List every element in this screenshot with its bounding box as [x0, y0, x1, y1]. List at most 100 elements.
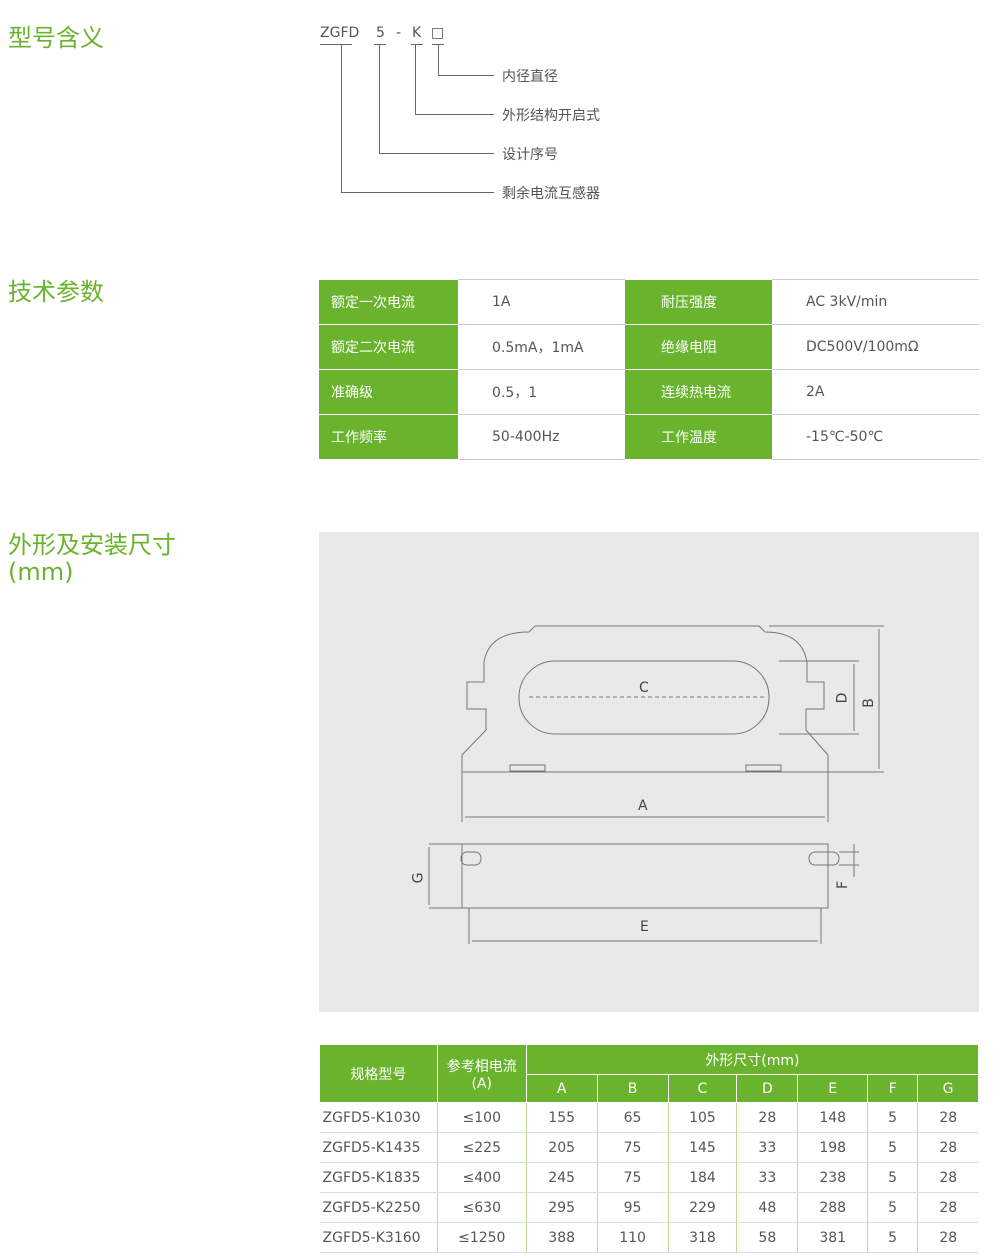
table-cell: ZGFD5-K1835 [319, 1162, 438, 1193]
table-cell: 145 [667, 1132, 737, 1163]
dim-label-a: A [638, 798, 648, 814]
spec-value: 1A [458, 279, 625, 325]
table-cell: 318 [667, 1222, 737, 1253]
table-cell: 5 [867, 1192, 918, 1223]
table-cell: 381 [797, 1222, 868, 1253]
table-cell: ≤100 [436, 1102, 527, 1133]
table-cell: 58 [736, 1222, 798, 1253]
code-part: - [396, 25, 402, 41]
section-title-dims: 外形及安装尺寸 [8, 531, 176, 559]
table-cell: 28 [917, 1162, 979, 1193]
table-cell: ≤225 [436, 1132, 527, 1163]
spec-label: 准确级 [319, 369, 458, 415]
header-dim-c: C [667, 1074, 738, 1103]
section-title-tech: 技术参数 [8, 278, 104, 306]
dim-label-b: B [860, 698, 877, 708]
dimension-drawing: C D B A G F E [319, 532, 979, 1012]
table-cell: 95 [596, 1192, 668, 1223]
code-label: 外形结构开启式 [502, 108, 600, 124]
table-cell: 28 [917, 1132, 979, 1163]
spec-label: 工作温度 [625, 414, 772, 460]
spec-value: 0.5，1 [458, 369, 625, 415]
dim-label-c: C [639, 680, 649, 696]
mount-slot [509, 764, 546, 772]
table-cell: 155 [525, 1102, 598, 1133]
table-cell: 5 [867, 1222, 918, 1253]
code-part: ZGFD [320, 25, 360, 41]
code-label: 设计序号 [502, 147, 558, 163]
spec-value: 2A [772, 369, 979, 415]
spec-label: 额定二次电流 [319, 324, 458, 370]
dim-label-e: E [640, 919, 649, 935]
table-cell: ≤630 [436, 1192, 527, 1223]
spec-label: 绝缘电阻 [625, 324, 772, 370]
spec-label: 耐压强度 [625, 279, 772, 325]
table-cell: 388 [525, 1222, 598, 1253]
model-code-diagram: ZGFD 5 - K □ 内径直径 外形结构开启式 设计序号 剩余电流互感器 [318, 22, 638, 212]
table-cell: ZGFD5-K1030 [319, 1102, 438, 1133]
section-title-unit: (mm) [8, 558, 74, 586]
code-part: □ [431, 25, 445, 41]
ct-side-outline [461, 843, 829, 909]
spec-value: AC 3kV/min [772, 279, 979, 325]
table-cell: 288 [797, 1192, 868, 1223]
ct-front-outline [461, 625, 829, 773]
spec-value: DC500V/100mΩ [772, 324, 979, 370]
table-cell: 229 [667, 1192, 737, 1223]
table-cell: ZGFD5-K3160 [319, 1222, 438, 1253]
table-cell: 5 [867, 1132, 918, 1163]
table-cell: 48 [736, 1192, 798, 1223]
header-dim-b: B [596, 1074, 669, 1103]
table-cell: 28 [917, 1222, 979, 1253]
table-cell: 5 [867, 1162, 918, 1193]
table-cell: 110 [596, 1222, 668, 1253]
table-cell: 28 [917, 1192, 979, 1223]
spec-label: 连续热电流 [625, 369, 772, 415]
table-cell: 33 [736, 1162, 798, 1193]
table-cell: ≤1250 [436, 1222, 527, 1253]
table-cell: 28 [917, 1102, 979, 1133]
table-cell: 105 [667, 1102, 737, 1133]
table-cell: ZGFD5-K2250 [319, 1192, 438, 1223]
table-cell: 75 [596, 1132, 668, 1163]
table-cell: 75 [596, 1162, 668, 1193]
table-cell: ≤400 [436, 1162, 527, 1193]
ct-window [518, 660, 770, 735]
header-dim-d: D [736, 1074, 799, 1103]
code-part: 5 [376, 25, 385, 41]
header-model: 规格型号 [319, 1044, 438, 1103]
table-cell: ZGFD5-K1435 [319, 1132, 438, 1163]
table-cell: 245 [525, 1162, 598, 1193]
header-dim-e: E [797, 1074, 869, 1103]
mount-slot [745, 764, 782, 772]
table-cell: 5 [867, 1102, 918, 1133]
table-cell: 65 [596, 1102, 668, 1133]
table-cell: 148 [797, 1102, 868, 1133]
code-part: K [412, 25, 422, 41]
header-dim-f: F [867, 1074, 919, 1103]
table-cell: 28 [736, 1102, 798, 1133]
table-cell: 184 [667, 1162, 737, 1193]
table-cell: 205 [525, 1132, 598, 1163]
spec-label: 额定一次电流 [319, 279, 458, 325]
spec-value: 0.5mA，1mA [458, 324, 625, 370]
code-label: 内径直径 [502, 69, 558, 85]
dim-label-d: D [834, 692, 851, 704]
header-size: 外形尺寸(mm) [525, 1044, 980, 1075]
section-title-model: 型号含义 [8, 24, 104, 52]
table-cell: 295 [525, 1192, 598, 1223]
code-label: 剩余电流互感器 [502, 186, 600, 202]
header-dim-g: G [917, 1074, 979, 1103]
dim-label-f: F [835, 880, 852, 890]
